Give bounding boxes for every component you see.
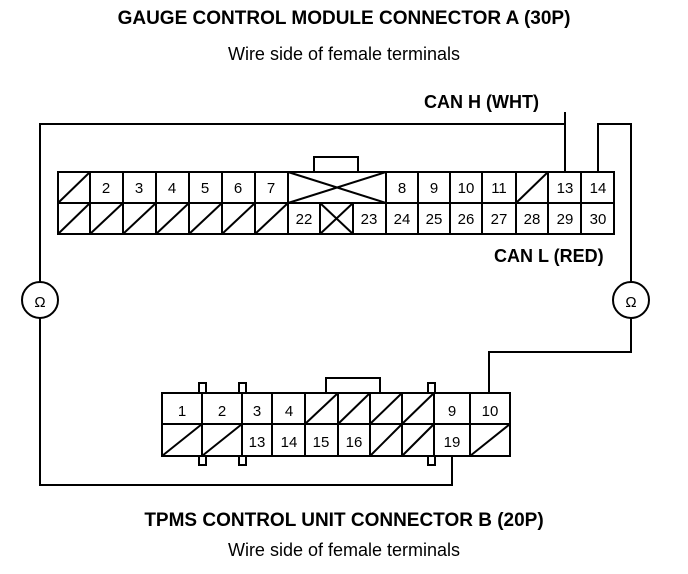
left-probe-lead <box>39 123 566 282</box>
connector-a-terminal-11: 11 <box>491 180 507 197</box>
connector-b-terminal-16: 16 <box>346 434 363 451</box>
left-ohmmeter <box>21 281 59 319</box>
connector-a-terminal-3: 3 <box>135 180 143 197</box>
connector-b-terminal-14: 14 <box>281 434 298 451</box>
connector-b-terminal-19: 19 <box>444 434 461 451</box>
connector-a-terminal-14: 14 <box>590 180 607 197</box>
left-probe-lead-lower <box>39 318 453 486</box>
connector-b-subtitle: Wire side of female terminals <box>227 540 461 560</box>
connector-a-terminal-28: 28 <box>524 211 541 228</box>
left-ohm-symbol: Ω <box>34 294 45 311</box>
connector-a-row1-labels: 2 3 4 5 6 7 8 9 10 11 13 14 <box>102 180 607 197</box>
connector-b-terminal-13: 13 <box>249 434 266 451</box>
connector-a-terminal-9: 9 <box>430 180 438 197</box>
right-probe-lead <box>597 123 632 282</box>
connector-a-terminal-25: 25 <box>426 211 443 228</box>
connector-b-terminal-4: 4 <box>285 403 293 420</box>
connector-a-terminal-4: 4 <box>168 180 176 197</box>
connector-b-terminal-3: 3 <box>253 403 261 420</box>
connector-b-terminal-15: 15 <box>313 434 330 451</box>
connector-a-terminal-10: 10 <box>458 180 475 197</box>
connector-b-title: TPMS CONTROL UNIT CONNECTOR B (20P) <box>144 510 544 531</box>
right-probe-lead-lower <box>488 318 632 393</box>
connector-b-terminal-1: 1 <box>178 403 186 420</box>
can-h-label: CAN H (WHT) <box>424 92 539 112</box>
connector-a-row2-labels: 22 23 24 25 26 27 28 29 30 <box>296 211 607 228</box>
connector-a <box>57 156 615 235</box>
connector-b-terminal-9: 9 <box>448 403 456 420</box>
connector-a-terminal-8: 8 <box>398 180 406 197</box>
can-l-label: CAN L (RED) <box>494 246 604 266</box>
connector-b-terminal-10: 10 <box>482 403 499 420</box>
connector-a-terminal-2: 2 <box>102 180 110 197</box>
connector-a-lock-tab <box>313 156 359 173</box>
connector-b-lock-tab <box>325 377 381 393</box>
connector-a-terminal-30: 30 <box>590 211 607 228</box>
connector-a-terminal-23: 23 <box>361 211 378 228</box>
wires <box>39 112 632 486</box>
connector-b <box>161 377 511 466</box>
connector-a-terminal-26: 26 <box>458 211 475 228</box>
connector-b-row1-labels: 1 2 3 4 9 10 <box>178 403 499 420</box>
connector-a-terminal-6: 6 <box>234 180 242 197</box>
connector-a-subtitle: Wire side of female terminals <box>227 44 461 64</box>
connector-a-terminal-22: 22 <box>296 211 313 228</box>
connector-b-row2-labels: 13 14 15 16 19 <box>249 434 461 451</box>
connector-a-terminal-24: 24 <box>394 211 411 228</box>
connector-a-terminal-29: 29 <box>557 211 574 228</box>
connector-a-terminal-27: 27 <box>491 211 508 228</box>
connector-b-terminal-2: 2 <box>218 403 226 420</box>
connector-a-terminal-5: 5 <box>201 180 209 197</box>
connector-a-terminal-13: 13 <box>557 180 574 197</box>
connector-a-title: GAUGE CONTROL MODULE CONNECTOR A (30P) <box>117 8 571 29</box>
right-ohmmeter <box>612 281 650 319</box>
right-ohm-symbol: Ω <box>625 294 636 311</box>
connector-a-terminal-7: 7 <box>267 180 275 197</box>
